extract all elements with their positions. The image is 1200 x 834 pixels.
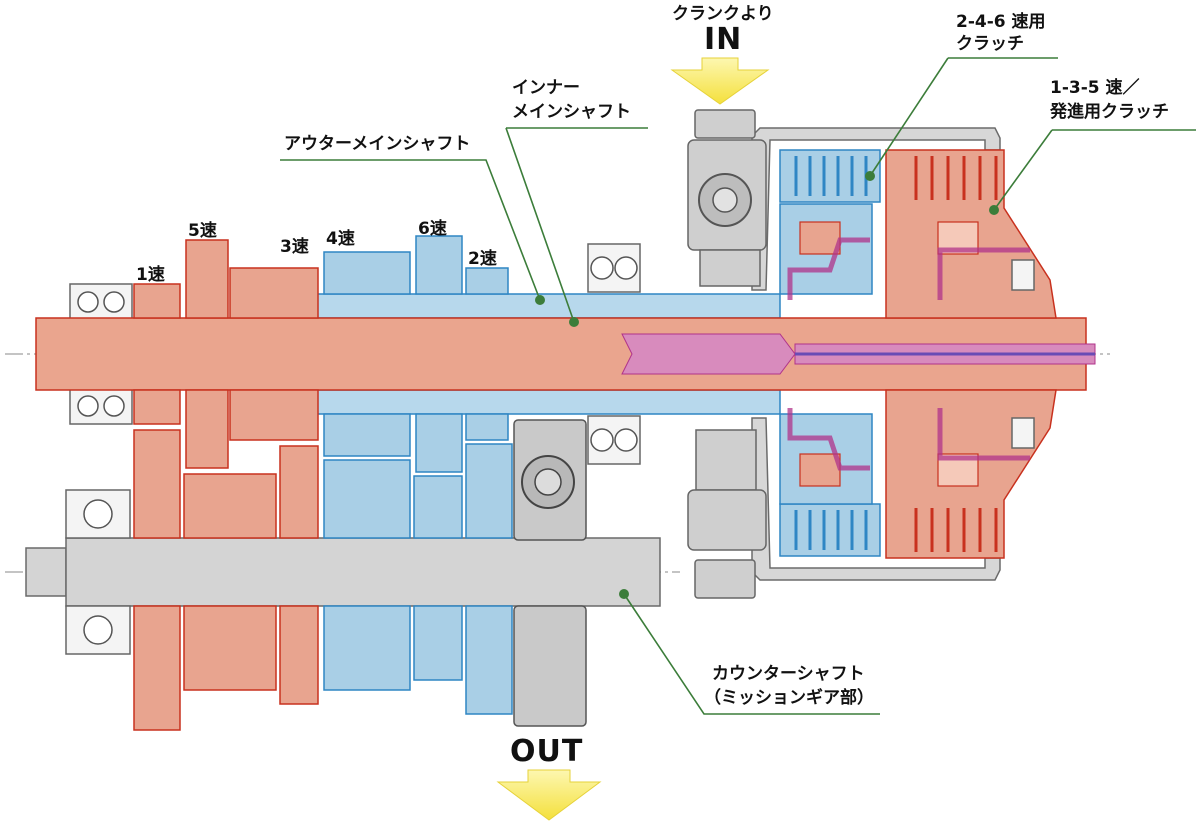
gear-6-label: 6速 bbox=[418, 219, 447, 239]
odd-clutch-label-line1: 1-3-5 速／ bbox=[1050, 78, 1140, 98]
leader-lines bbox=[280, 57, 1196, 715]
input-source-label: クランクより bbox=[672, 4, 774, 24]
right-bearings bbox=[1011, 259, 1035, 449]
counter-shaft-label-line1: カウンターシャフト bbox=[712, 664, 865, 684]
counter-shaft bbox=[25, 537, 661, 607]
even-clutch-label-line1: 2-4-6 速用 bbox=[956, 12, 1046, 32]
counter-bearing-balls bbox=[83, 499, 113, 645]
even-clutch-label-line2: クラッチ bbox=[956, 34, 1024, 54]
gear-4-label: 4速 bbox=[326, 229, 355, 249]
odd-clutch-plates bbox=[914, 156, 998, 552]
outer-shaft-label: アウターメインシャフト bbox=[284, 134, 471, 154]
gear-2-label: 2速 bbox=[468, 249, 497, 269]
inner-shaft-label-line2: メインシャフト bbox=[512, 102, 631, 122]
main-bearing-balls bbox=[77, 256, 638, 452]
output-gear-hub-inner bbox=[534, 468, 562, 496]
inner-shaft-label-line1: インナー bbox=[512, 78, 580, 98]
gear-3-label: 3速 bbox=[280, 237, 309, 257]
oil-passages bbox=[787, 237, 1030, 471]
primary-gear-damper-inner bbox=[712, 187, 738, 213]
gear-1-label: 1速 bbox=[136, 265, 165, 285]
even-counter-gears bbox=[323, 443, 513, 715]
input-arrow bbox=[670, 57, 770, 105]
counter-shaft-label-line2: （ミッションギア部） bbox=[704, 688, 874, 708]
odd-clutch-label-line2: 発進用クラッチ bbox=[1050, 102, 1169, 122]
odd-main-gears bbox=[133, 239, 319, 469]
even-main-gears bbox=[323, 235, 509, 473]
even-clutch-springs bbox=[799, 221, 841, 487]
output-gear bbox=[513, 419, 587, 727]
output-label: OUT bbox=[510, 734, 584, 769]
inner-shaft-oil-core bbox=[621, 333, 796, 375]
output-arrow bbox=[496, 769, 602, 821]
gear-5-label: 5速 bbox=[188, 221, 217, 241]
input-label: IN bbox=[704, 22, 743, 57]
leader-dots bbox=[535, 171, 999, 599]
odd-counter-gears bbox=[133, 429, 319, 731]
